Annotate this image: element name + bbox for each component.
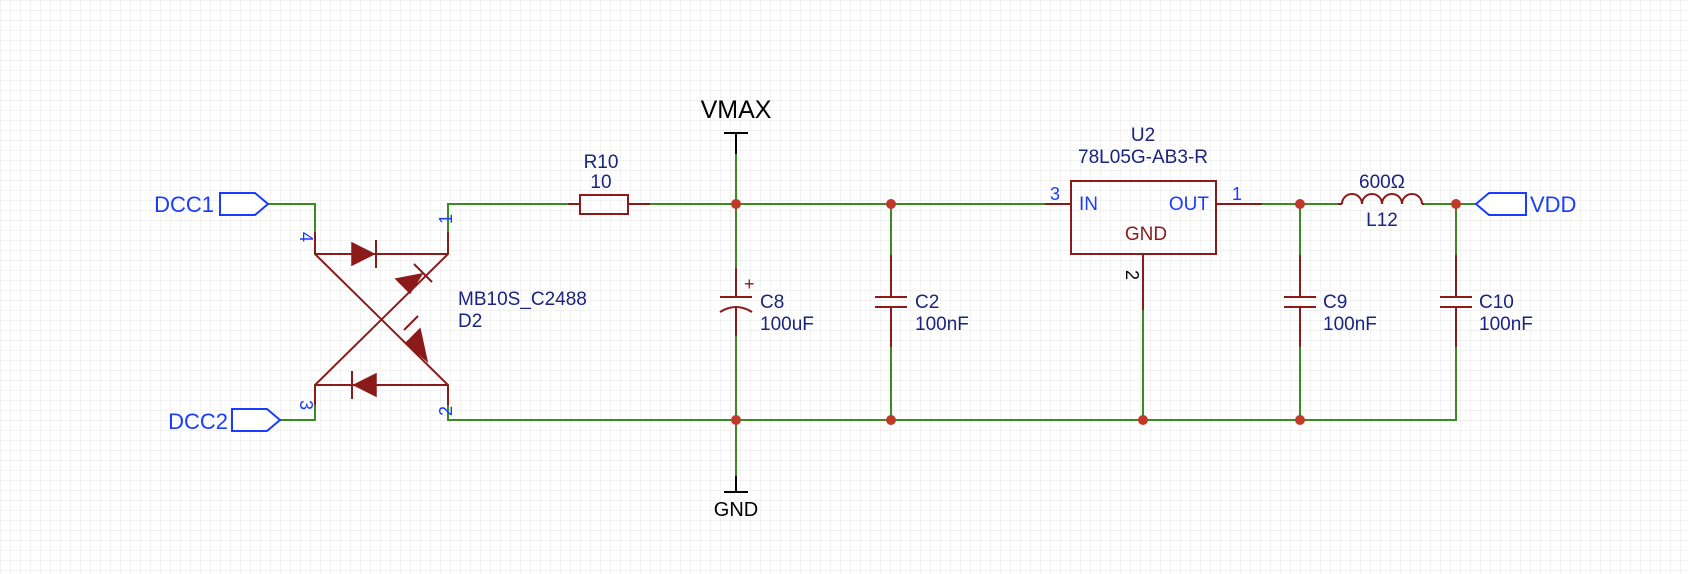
junction-dot [1295, 199, 1305, 209]
inductor-l12[interactable]: 600Ω L12 [1338, 172, 1424, 231]
bridge-pin-1: 1 [436, 214, 456, 224]
bridge-pin-2: 2 [436, 406, 456, 416]
r10-ref: R10 [584, 152, 619, 173]
junctions [731, 199, 1461, 425]
net-flag-dcc1[interactable]: DCC1 [154, 192, 270, 217]
u2-pin-in-num: 3 [1050, 184, 1060, 204]
bridge-rectifier-d2[interactable]: 4 3 1 2 MB10S_C2488 D2 [296, 214, 587, 416]
r10-value: 10 [590, 172, 611, 193]
resistor-r10[interactable]: R10 10 [568, 152, 650, 215]
capacitor-c9[interactable]: C9 100nF [1284, 255, 1377, 347]
capacitor-c8[interactable]: + C8 100uF [719, 268, 814, 336]
c8-polarity-icon: + [744, 274, 755, 294]
u2-pin-out-num: 1 [1232, 184, 1242, 204]
inductor-coil-icon [1341, 193, 1423, 205]
bridge-pin-3: 3 [296, 400, 316, 410]
junction-dot [731, 415, 741, 425]
c2-value: 100nF [915, 314, 969, 335]
bridge-value: MB10S_C2488 [458, 289, 587, 310]
capacitor-c2[interactable]: C2 100nF [875, 255, 969, 347]
u2-value: 78L05G-AB3-R [1078, 147, 1208, 168]
net-label-vdd: VDD [1530, 192, 1576, 217]
bridge-pin-4: 4 [296, 232, 316, 242]
regulator-body [1070, 180, 1217, 255]
diode-bottom-icon [352, 372, 377, 398]
diode-top-icon [351, 241, 376, 267]
net-label-dcc1: DCC1 [154, 192, 214, 217]
u2-pin-gnd-label: GND [1125, 224, 1167, 245]
u2-pin-in-label: IN [1079, 194, 1098, 215]
power-symbol-vmax[interactable]: VMAX [701, 96, 772, 154]
l12-ref: L12 [1366, 210, 1398, 231]
c8-ref: C8 [760, 292, 784, 313]
c9-ref: C9 [1323, 292, 1347, 313]
c8-value: 100uF [760, 314, 814, 335]
gnd-label: GND [714, 499, 758, 521]
junction-dot [731, 199, 741, 209]
diode-diag-up-icon [394, 272, 424, 295]
power-symbol-gnd[interactable]: GND [714, 476, 758, 521]
u2-pin-out-label: OUT [1169, 194, 1210, 215]
junction-dot [1295, 415, 1305, 425]
bridge-ref: D2 [458, 311, 482, 332]
net-label-dcc2: DCC2 [168, 409, 228, 434]
junction-dot [1138, 415, 1148, 425]
diode-diag-down-icon [404, 327, 429, 364]
capacitor-c10[interactable]: C10 100nF [1440, 255, 1533, 347]
c2-ref: C2 [915, 292, 939, 313]
l12-value: 600Ω [1359, 172, 1405, 193]
u2-pin-gnd-num: 2 [1122, 270, 1142, 280]
c10-value: 100nF [1479, 314, 1533, 335]
u2-ref: U2 [1131, 125, 1155, 146]
c9-value: 100nF [1323, 314, 1377, 335]
junction-dot [1451, 199, 1461, 209]
net-flag-dcc2[interactable]: DCC2 [168, 408, 282, 434]
regulator-u2[interactable]: U2 78L05G-AB3-R IN OUT GND 3 1 2 [1045, 125, 1262, 310]
junction-dot [886, 415, 896, 425]
junction-dot [886, 199, 896, 209]
vmax-label: VMAX [701, 96, 772, 124]
net-flag-vdd[interactable]: VDD [1474, 192, 1576, 217]
c10-ref: C10 [1479, 292, 1514, 313]
